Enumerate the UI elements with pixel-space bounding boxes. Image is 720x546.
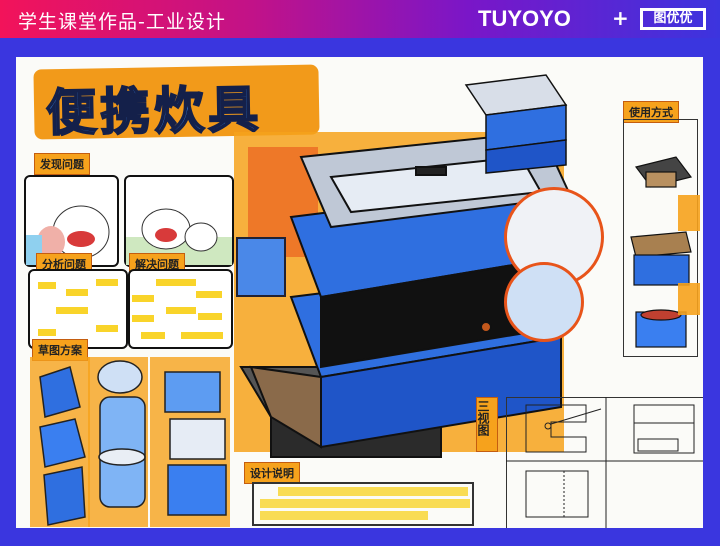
window-sketch	[236, 237, 286, 297]
detail-circle-button	[504, 262, 584, 342]
partner-logo: 图优优	[640, 8, 706, 30]
product-detail-sketch	[464, 74, 568, 174]
design-poster: 便携炊具 发现问题 分析问题 解决问题 草图方案	[16, 57, 703, 528]
sketch-concepts	[39, 360, 227, 526]
section-label-three-view: 三视图	[476, 397, 498, 452]
section-label-usage: 使用方式	[623, 101, 679, 123]
step-number-2	[678, 195, 700, 231]
design-notes-box	[252, 482, 474, 526]
comic-panel-1	[24, 175, 119, 267]
brand-logo: TUYOYO	[478, 6, 571, 31]
cartoon-illustration	[26, 205, 110, 265]
header-banner: 学生课堂作品-工业设计 TUYOYO + 图优优	[0, 0, 720, 38]
three-view-drawing-area	[506, 397, 703, 528]
cartoon-illustration	[126, 208, 232, 265]
section-label-discover: 发现问题	[34, 153, 90, 175]
step-number-3	[678, 283, 700, 315]
header-title: 学生课堂作品-工业设计	[18, 11, 226, 33]
plus-sign: +	[612, 6, 629, 30]
orthographic-drawings	[506, 397, 703, 528]
usage-steps-panel	[623, 119, 698, 357]
section-label-design-notes: 设计说明	[244, 462, 300, 484]
usage-step-illustrations	[630, 156, 693, 348]
